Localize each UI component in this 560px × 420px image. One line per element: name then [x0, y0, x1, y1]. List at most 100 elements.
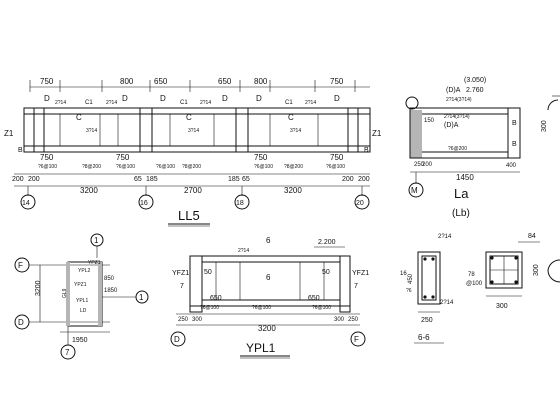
column-section: 84 78 @100 300 300 — [466, 233, 560, 310]
ll5-end-left-2: 200 — [28, 176, 40, 183]
ll5-end-mid1-2: 185 — [146, 176, 158, 183]
sec66-height: 450 — [408, 273, 414, 284]
ll5-stirrup-7: ?8@200 — [284, 164, 303, 170]
ll5-axis-16: 16 — [140, 200, 148, 207]
ll5-stirrup-8: ?6@100 — [326, 164, 345, 170]
ll5-c-label-1: C — [76, 113, 82, 122]
ll5-beam-elevation: 750 800 650 650 800 750 D D D D D D 2?14… — [4, 77, 382, 227]
ll5-stirrup-5: ?8@200 — [182, 164, 201, 170]
ll5-d-label-5: D — [256, 94, 262, 103]
ll5-span-1: 3200 — [80, 186, 98, 195]
ll5-d-label-1: D — [44, 94, 50, 103]
ll5-stirrup-1: ?6@100 — [38, 164, 57, 170]
la-dim-left2: 250 — [414, 162, 425, 168]
ypl1-title: YPL1 — [246, 341, 276, 355]
sec66-top: 2?14 — [438, 234, 452, 240]
ll5-span-3: 3200 — [284, 186, 302, 195]
ll5-d-label-2: D — [122, 94, 128, 103]
ll5-title: LL5 — [178, 208, 200, 223]
ll5-bot-dim-1: 750 — [40, 153, 54, 162]
ll5-b-left: B — [18, 147, 23, 154]
ll5-z-left: Z1 — [4, 129, 14, 138]
ll5-stirrup-2: ?8@200 — [82, 164, 101, 170]
la-title: La — [454, 186, 469, 201]
edge-dim: 300 — [541, 120, 548, 132]
la-elev-1: (3.050) — [464, 77, 486, 84]
ll5-stirrup-6: ?6@100 — [254, 164, 273, 170]
ll5-top-dim-2: 800 — [120, 77, 134, 86]
ypl1-elev: 2.200 — [318, 239, 336, 246]
section-6-6: 2?14 450 16 ?6 2?14 250 6-6 — [400, 234, 454, 344]
plan-axis-f: F — [18, 261, 23, 270]
ll5-end-right-1: 200 — [342, 176, 354, 183]
ypl1-yfz-left: YFZ1 — [172, 270, 189, 277]
ypl1-stirrup-3: ?6@100 — [312, 305, 331, 311]
ll5-end-mid1-1: 65 — [134, 176, 142, 183]
ll5-small-bar-1: 2?14 — [55, 100, 66, 106]
ypl1-mid-bar: 6 — [266, 273, 271, 282]
ypl1-dim-inner-1: 650 — [210, 295, 222, 302]
sec66-title: 6-6 — [418, 333, 430, 342]
la-b-label-2: B — [512, 141, 517, 148]
ll5-mid-bar-3: 3?14 — [290, 128, 301, 134]
col-stirrup: @100 — [466, 281, 483, 287]
plan-axis-d: D — [18, 318, 24, 327]
ll5-stirrup-3: ?6@100 — [116, 164, 135, 170]
ll5-stirrup-4: ?6@100 — [156, 164, 175, 170]
ypl1-end-left-2: 300 — [192, 317, 203, 323]
ll5-axis-20: 20 — [356, 200, 364, 207]
ypl1-end-right-2: 250 — [348, 317, 359, 323]
ll5-top-dim-5: 800 — [254, 77, 268, 86]
ypl1-end-left-1: 250 — [178, 317, 189, 323]
plan-axis-mid: 1 — [139, 293, 144, 302]
ll5-bot-dim-3: 750 — [254, 153, 268, 162]
la-dim-left3: 200 — [422, 162, 433, 168]
la-dim-span: 1450 — [456, 173, 474, 182]
col-top: 84 — [528, 233, 536, 240]
ypl1-stirrup-1: ?6@100 — [200, 305, 219, 311]
ll5-d-label-4: D — [222, 94, 228, 103]
ll5-mid-bar-2: 3?14 — [188, 128, 199, 134]
ypl1-dim-inner-2: 650 — [308, 295, 320, 302]
ll5-z-right: Z1 — [372, 129, 382, 138]
sec66-width: 250 — [421, 317, 433, 324]
ll5-top-dim-3: 650 — [154, 77, 168, 86]
plan-label-3: YPZ1 — [74, 282, 87, 288]
ll5-top-bar-3: C1 — [285, 100, 293, 106]
ypl1-bar-2-14: 2?14 — [238, 248, 249, 254]
ll5-c-label-2: C — [186, 113, 192, 122]
ll5-top-bar-1: C1 — [85, 100, 93, 106]
plan-label-4: YPL1 — [76, 298, 88, 304]
ypl1-axis-f: F — [354, 335, 359, 344]
ll5-small-bar-4: 2?14 — [305, 100, 316, 106]
la-b-label: B — [512, 120, 517, 127]
plan-label-2: YPL2 — [78, 268, 90, 274]
ll5-d-label-3: D — [160, 94, 166, 103]
la-axis: M — [411, 186, 418, 195]
ypl1-stirrup-2: ?6@100 — [252, 305, 271, 311]
ypl1-top-tag-2: 50 — [322, 269, 330, 276]
la-elev-2: 2.760 — [466, 87, 484, 94]
ll5-end-right-2: 200 — [358, 176, 370, 183]
ypl1-right-tag: 7 — [354, 283, 358, 290]
ll5-top-dim-6: 750 — [330, 77, 344, 86]
ypl1-axis-d: D — [174, 335, 180, 344]
ypl1-left-tag: 7 — [180, 283, 184, 290]
ll5-top-bar-2: C1 — [180, 100, 188, 106]
ll5-c-label-3: C — [288, 113, 294, 122]
ll5-b-right: B — [364, 147, 369, 154]
ypl1-end-right-1: 300 — [334, 317, 345, 323]
plan-dim-v: 3200 — [35, 280, 42, 296]
col-height: 300 — [533, 264, 540, 276]
la-bar-top: 2?14(3?14) — [446, 97, 472, 103]
la-stirrup: ?6@200 — [448, 146, 467, 152]
ll5-d-label-6: D — [334, 94, 340, 103]
col-bars: 78 — [468, 272, 475, 278]
ll5-axis-18: 18 — [236, 200, 244, 207]
ll5-bot-dim-2: 750 — [116, 153, 130, 162]
sec66-inner: 16 — [400, 271, 407, 277]
ll5-top-dim-1: 750 — [40, 77, 54, 86]
la-bar-bot: 2?14(3?14) — [444, 114, 470, 120]
ll5-small-bar-3: 2?14 — [200, 100, 211, 106]
